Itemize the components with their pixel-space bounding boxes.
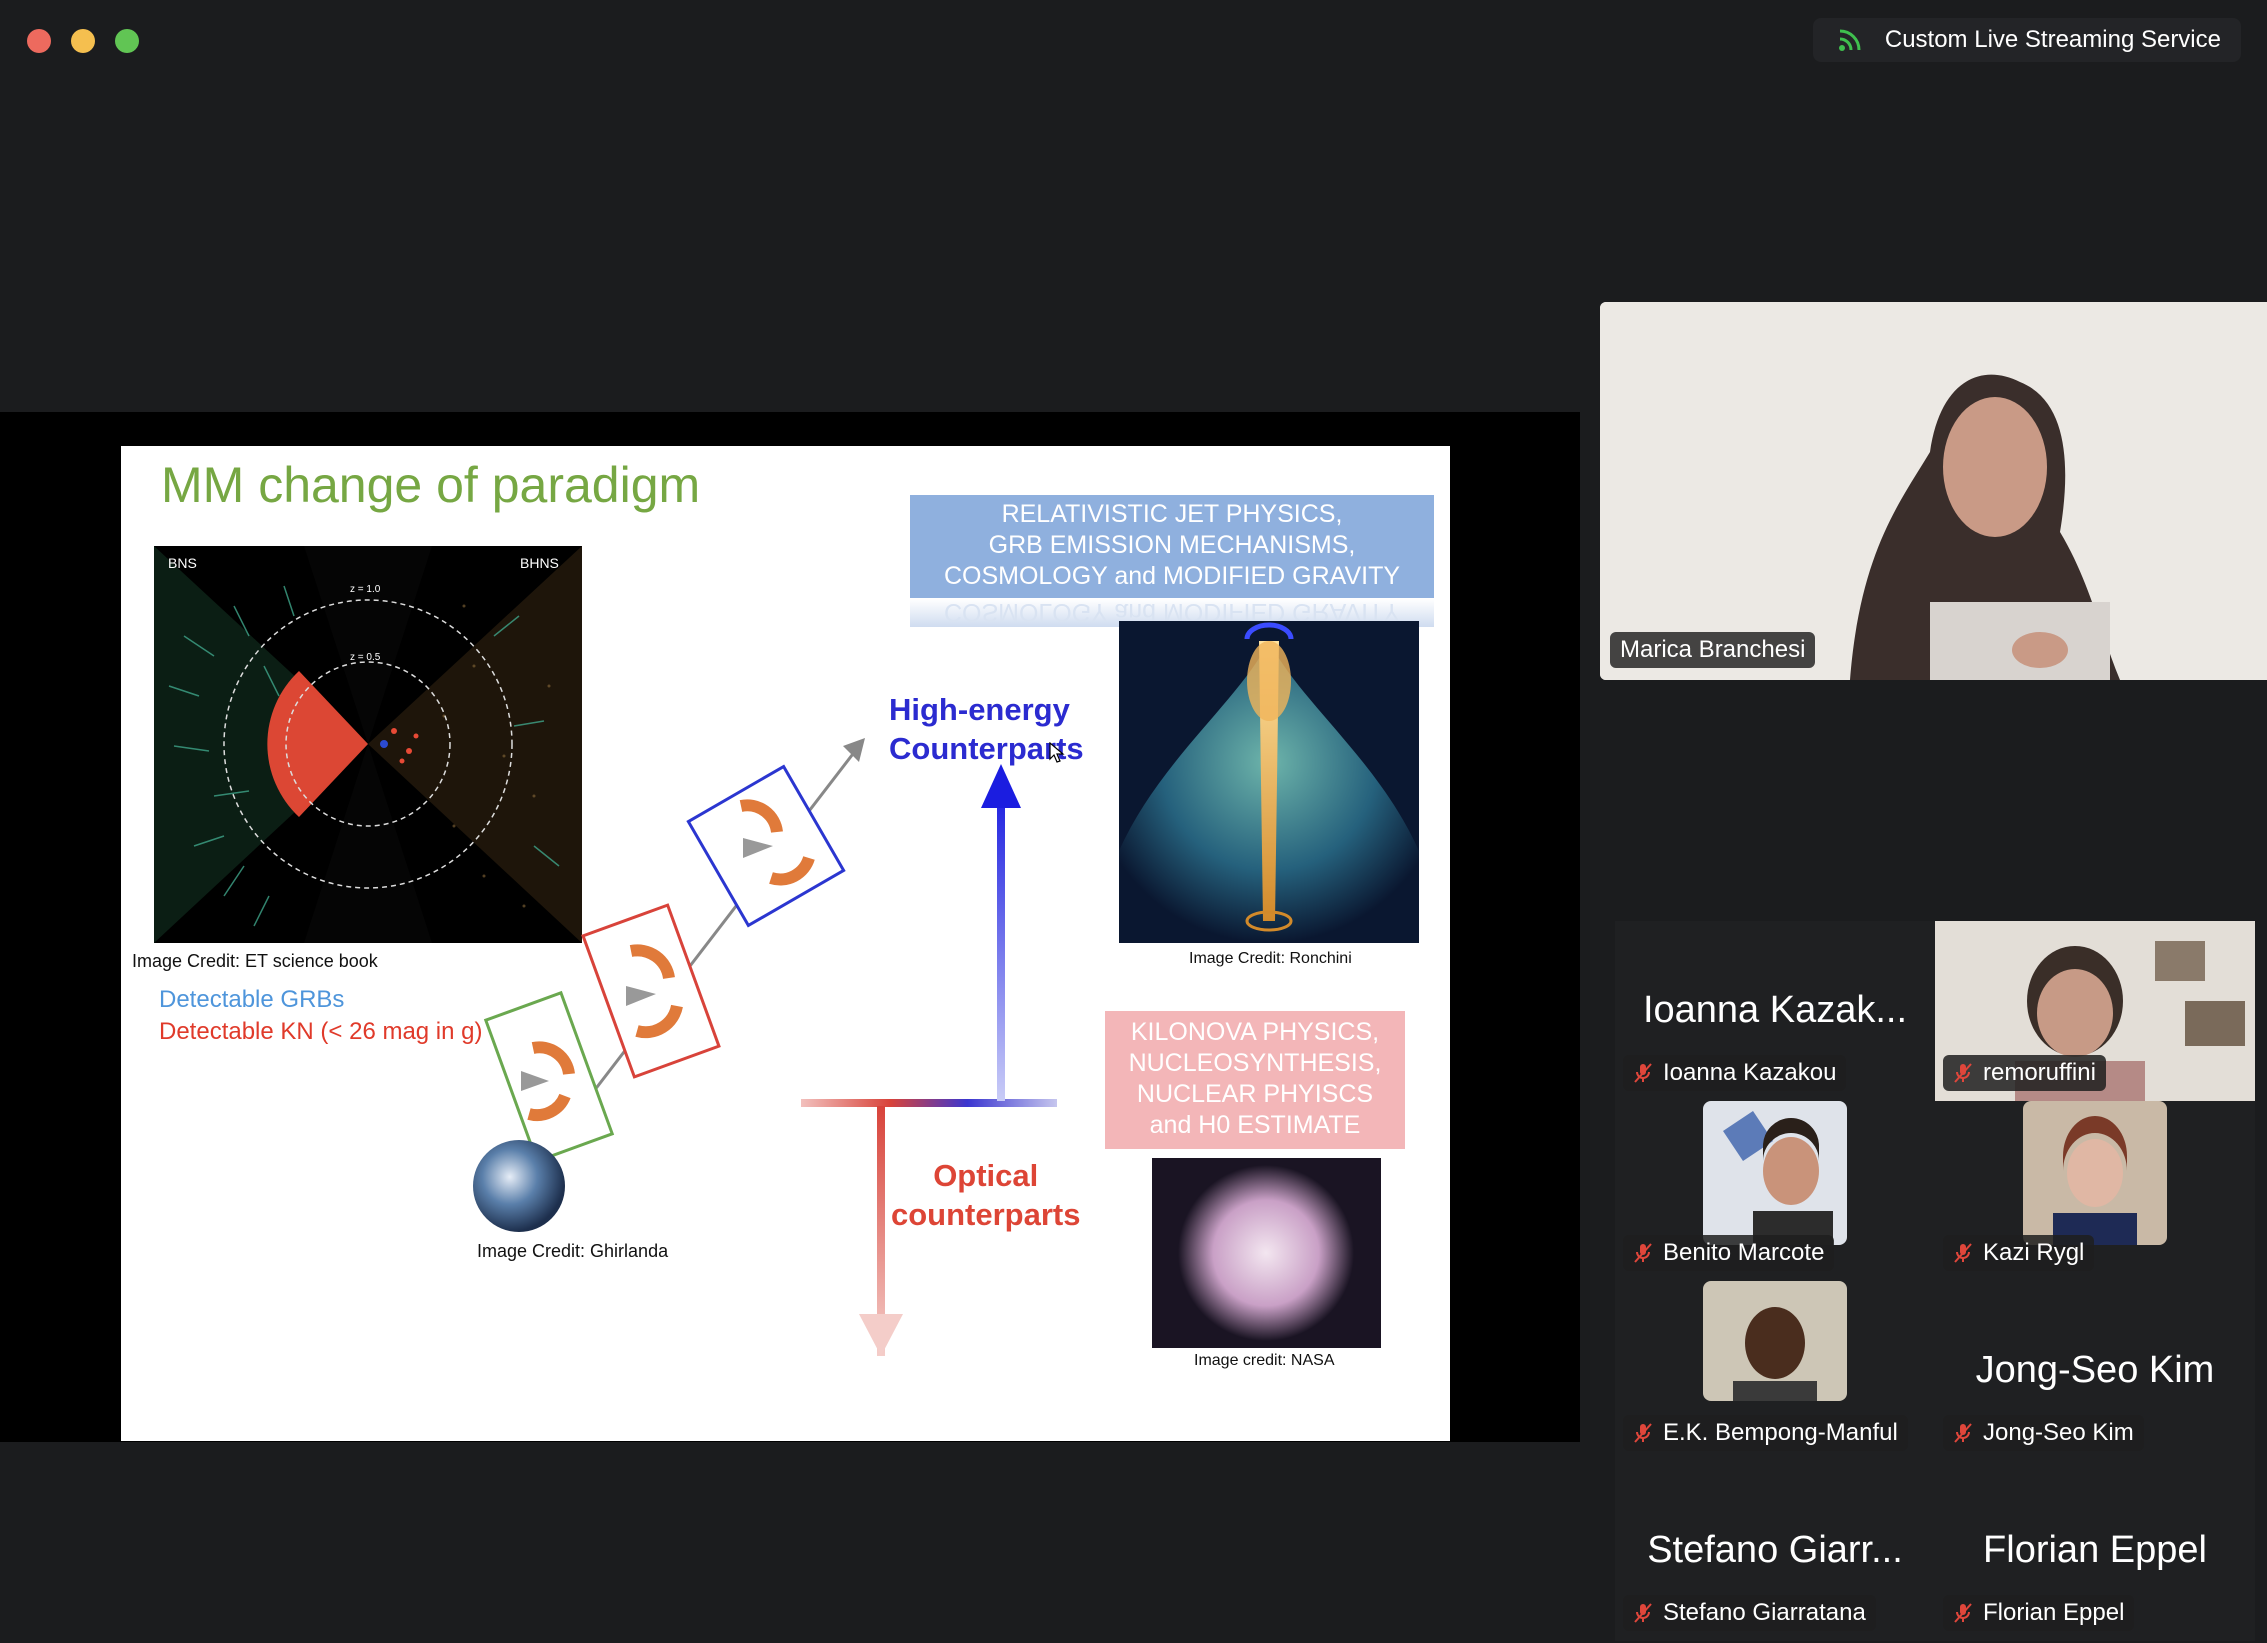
participant-tile[interactable]: Stefano Giarr... Stefano Giarratana (1615, 1461, 1935, 1641)
optical-label: Optical counterparts (891, 1156, 1080, 1234)
simulation-image: BNS BHNS z = 1.0 z = 0.5 (154, 546, 582, 943)
credit-nasa: Image credit: NASA (1194, 1352, 1335, 1369)
kilonova-line: NUCLEOSYNTHESIS, (1128, 1049, 1382, 1077)
viewing-tile-green (483, 990, 615, 1164)
mic-muted-icon (1634, 1063, 1652, 1083)
participant-name-tag: Ioanna Kazakou (1623, 1055, 1847, 1091)
jet-physics-box: RELATIVISTIC JET PHYSICS, GRB EMISSION M… (910, 495, 1434, 598)
mic-muted-icon (1634, 1423, 1652, 1443)
participant-tile[interactable]: Kazi Rygl (1935, 1101, 2255, 1281)
participant-avatar (1703, 1281, 1847, 1401)
mic-muted-icon (1634, 1603, 1652, 1623)
participant-tile[interactable]: E.K. Bempong-Manful (1615, 1281, 1935, 1461)
participant-name-tag: Florian Eppel (1943, 1595, 2135, 1631)
kilonova-line: and H0 ESTIMATE (1149, 1111, 1361, 1139)
jet-image (1119, 621, 1419, 943)
participant-name-tag: Kazi Rygl (1943, 1235, 2095, 1271)
speaker-name: Marica Branchesi (1620, 636, 1806, 663)
participant-name: Jong-Seo Kim (1983, 1419, 2134, 1446)
kilonova-box: KILONOVA PHYSICS, NUCLEOSYNTHESIS, NUCLE… (1105, 1011, 1405, 1149)
optical-line: counterparts (891, 1197, 1081, 1232)
paradigm-diagram (473, 738, 1057, 1356)
participant-display-name: Stefano Giarr... (1647, 1529, 1903, 1571)
axis-bar (801, 1099, 1057, 1107)
participant-name: Ioanna Kazakou (1663, 1059, 1837, 1086)
participant-tile[interactable]: Ioanna Kazak... Ioanna Kazakou (1615, 921, 1935, 1101)
credit-ronchini: Image Credit: Ronchini (1189, 950, 1352, 967)
detectable-kn-label: Detectable KN (< 26 mag in g) (159, 1018, 483, 1045)
detectable-grbs-label: Detectable GRBs (159, 986, 345, 1013)
mouse-cursor-icon (1049, 742, 1065, 763)
participant-tile[interactable]: remoruffini (1935, 921, 2255, 1101)
live-stream-label: Custom Live Streaming Service (1884, 26, 2221, 53)
participant-name-tag: Benito Marcote (1623, 1235, 1835, 1271)
participant-name: Stefano Giarratana (1663, 1599, 1866, 1626)
mic-muted-icon (1954, 1423, 1972, 1443)
participant-name-tag: remoruffini (1943, 1055, 2106, 1091)
speaker-name-tag: Marica Branchesi (1610, 632, 1816, 668)
kilonova-image (1152, 1158, 1381, 1348)
participant-avatar (2023, 1101, 2167, 1245)
z1-label: z = 1.0 (350, 584, 381, 595)
participant-tile[interactable]: Jong-Seo Kim Jong-Seo Kim (1935, 1281, 2255, 1461)
live-stream-badge[interactable]: Custom Live Streaming Service (1812, 18, 2241, 62)
participant-gallery: Ioanna Kazak... Ioanna Kazakou remoruffi… (1615, 921, 2255, 1643)
high-energy-line: High-energy (889, 692, 1070, 727)
participant-name-tag: Jong-Seo Kim (1943, 1415, 2144, 1451)
participant-tile[interactable]: Florian Eppel Florian Eppel (1935, 1461, 2255, 1641)
bhns-label: BHNS (520, 555, 559, 571)
kilonova-line: NUCLEAR PHYISCS (1136, 1080, 1374, 1108)
credit-ghirlanda: Image Credit: Ghirlanda (477, 1241, 669, 1261)
participant-name: Kazi Rygl (1983, 1239, 2085, 1266)
mic-muted-icon (1954, 1243, 1972, 1263)
earth-image (473, 1140, 565, 1232)
participant-display-name: Ioanna Kazak... (1642, 989, 1908, 1031)
participant-display-name: Florian Eppel (1983, 1529, 2207, 1571)
optical-line: Optical (933, 1158, 1039, 1193)
high-energy-arrow (997, 786, 1005, 1101)
jet-physics-line: GRB EMISSION MECHANISMS, (988, 531, 1356, 559)
maximize-window-button[interactable] (115, 29, 139, 53)
kilonova-line: KILONOVA PHYSICS, (1130, 1018, 1380, 1046)
jet-physics-line: RELATIVISTIC JET PHYSICS, (1001, 500, 1343, 528)
participant-name: E.K. Bempong-Manful (1663, 1419, 1898, 1446)
optical-arrow (877, 1106, 885, 1356)
z2-label: z = 0.5 (350, 652, 381, 663)
presentation-slide: MM change of paradigm RELATIVISTIC JET P… (121, 446, 1450, 1441)
participant-avatar (1703, 1101, 1847, 1245)
bns-label: BNS (168, 555, 197, 571)
speaker-video (1600, 302, 2267, 680)
credit-et: Image Credit: ET science book (132, 951, 378, 971)
mic-muted-icon (1634, 1243, 1652, 1263)
jet-physics-line: COSMOLOGY and MODIFIED GRAVITY (943, 562, 1401, 590)
participant-name: Florian Eppel (1983, 1599, 2125, 1626)
participant-name: remoruffini (1983, 1059, 2096, 1086)
mic-muted-icon (1954, 1063, 1972, 1083)
participant-name-tag: E.K. Bempong-Manful (1623, 1415, 1908, 1451)
speaker-video-tile[interactable]: Marica Branchesi (1600, 302, 2267, 680)
slide-title: MM change of paradigm (161, 457, 701, 513)
viewing-tile-red (581, 903, 721, 1079)
participant-tile[interactable]: Benito Marcote (1615, 1101, 1935, 1281)
participant-name-tag: Stefano Giarratana (1623, 1595, 1876, 1631)
mic-muted-icon (1954, 1603, 1972, 1623)
live-stream-icon (1838, 29, 1861, 51)
participant-display-name: Jong-Seo Kim (1975, 1349, 2215, 1391)
close-window-button[interactable] (27, 29, 51, 53)
minimize-window-button[interactable] (71, 29, 95, 53)
participant-name: Benito Marcote (1663, 1239, 1825, 1266)
high-energy-label: High-energy Counterparts (889, 690, 1084, 768)
viewing-tile-blue (686, 764, 846, 928)
